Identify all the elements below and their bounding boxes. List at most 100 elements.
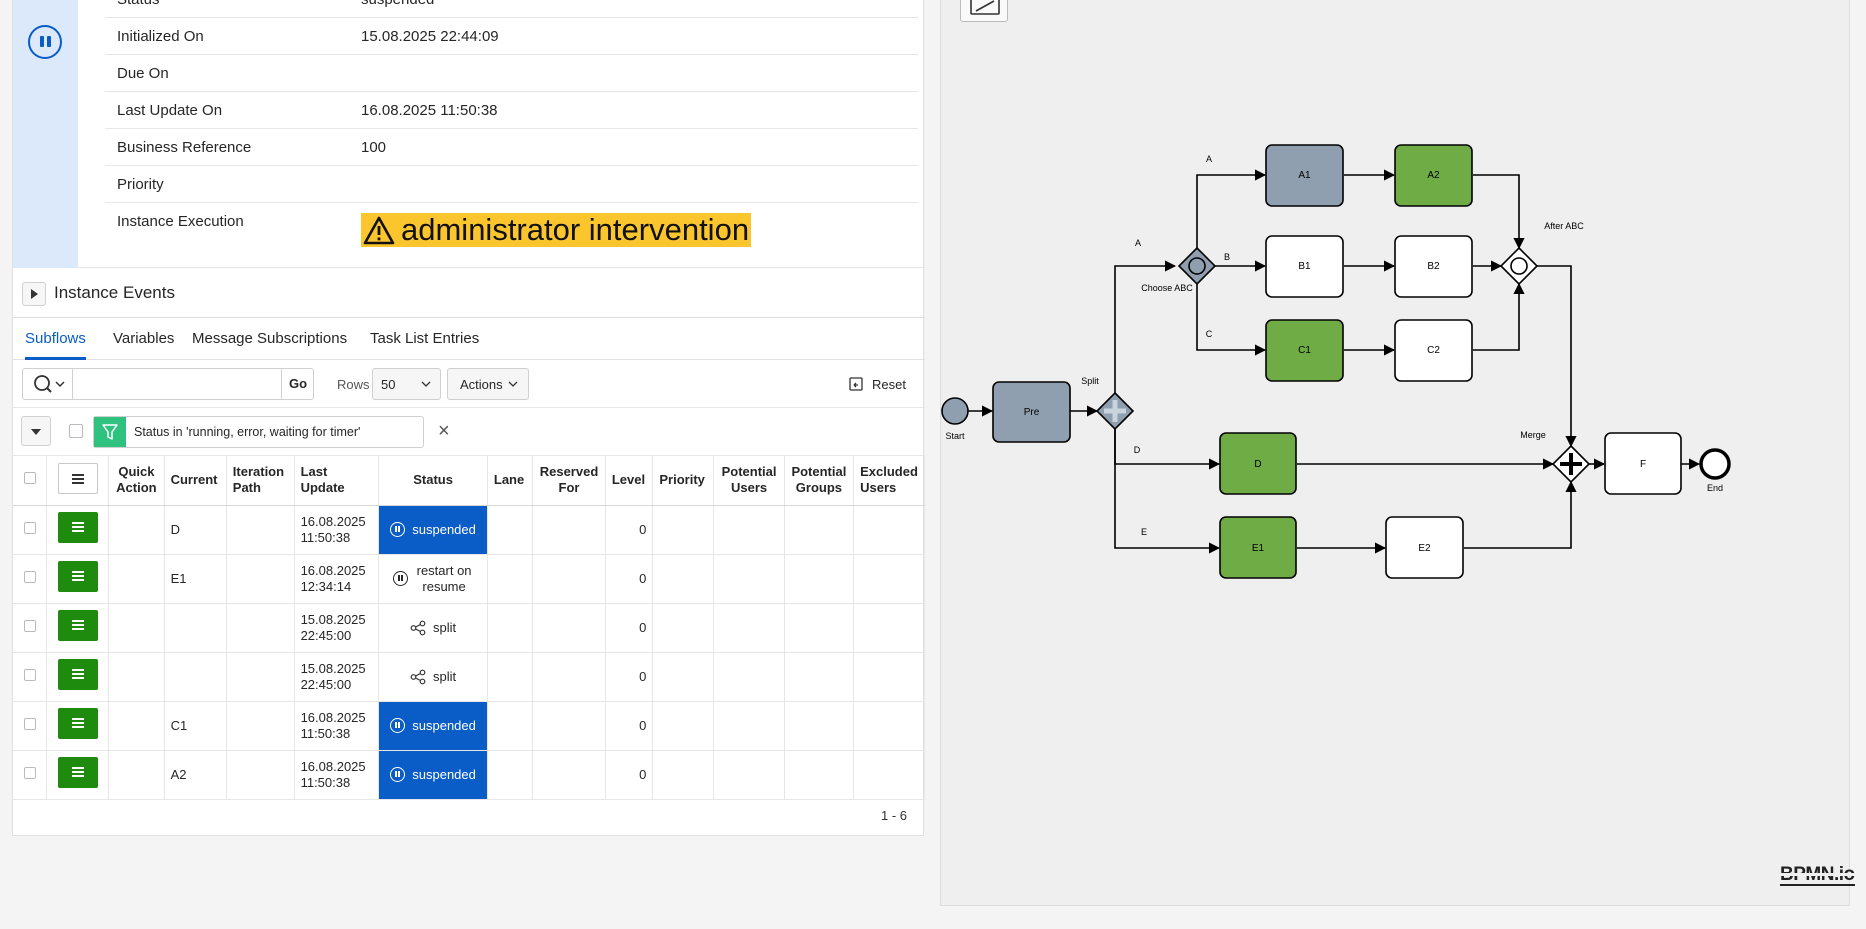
task-e2[interactable] (1385, 516, 1464, 579)
search-input[interactable] (74, 369, 270, 399)
row-checkbox[interactable] (23, 717, 36, 730)
merge-gateway[interactable] (1551, 444, 1591, 484)
table-header-row: Quick Action Current Iteration Path Last… (13, 456, 925, 506)
row-checkbox[interactable] (23, 521, 36, 534)
last-update-date: 16.08.2025 (300, 758, 366, 774)
filter-text: Status in 'running, error, waiting for t… (134, 425, 361, 439)
column-header[interactable]: Lane (487, 456, 534, 506)
collapse-filters-button[interactable] (21, 416, 51, 446)
rows-per-page-select[interactable]: 50 (372, 368, 441, 400)
bpmn-io-logo[interactable]: BPMN.io (1780, 864, 1855, 886)
row-checkbox[interactable] (23, 619, 36, 632)
rows-value: 50 (381, 377, 396, 392)
potential-groups-cell (784, 652, 855, 702)
last-update-date: 15.08.2025 (300, 611, 366, 627)
lane-cell (487, 750, 534, 800)
reset-button[interactable]: Reset (848, 368, 906, 400)
column-header[interactable]: Level (605, 456, 654, 506)
potential-users-cell (713, 603, 785, 653)
column-header[interactable]: Potential Groups (784, 456, 855, 506)
expand-toggle-button[interactable] (22, 282, 46, 306)
flow-label-a: A (1206, 154, 1212, 164)
choose-gateway[interactable] (1177, 246, 1217, 286)
reserved-cell (532, 554, 606, 604)
priority-cell (652, 505, 715, 555)
row-menu-cell (46, 652, 110, 702)
edit-diagram-button[interactable] (960, 0, 1008, 22)
column-header[interactable]: Reserved For (532, 456, 606, 506)
quick-action-cell (108, 603, 165, 653)
bpmn-diagram[interactable]: Start Pre Split A Choose ABC A B C A1 A2… (941, 0, 1851, 906)
task-pre-label: Pre (1024, 407, 1040, 418)
filter-enable-checkbox[interactable] (69, 424, 83, 438)
end-event[interactable] (1699, 448, 1731, 480)
task-c1[interactable] (1265, 319, 1344, 382)
row-checkbox[interactable] (23, 668, 36, 681)
row-checkbox[interactable] (23, 570, 36, 583)
last-update-date: 16.08.2025 (300, 709, 366, 725)
column-header[interactable]: Quick Action (108, 456, 165, 506)
task-e1[interactable] (1219, 516, 1297, 579)
row-menu-button[interactable] (57, 708, 98, 739)
task-b1[interactable] (1265, 235, 1344, 298)
potential-groups-cell (784, 603, 855, 653)
start-label: Start (945, 431, 965, 441)
actions-menu-button[interactable]: Actions (447, 368, 529, 400)
column-header[interactable]: Last Update (294, 456, 380, 506)
task-a2[interactable] (1394, 144, 1473, 207)
task-b2[interactable] (1394, 235, 1473, 298)
column-header[interactable]: Excluded Users (853, 456, 925, 506)
split-gateway[interactable] (1095, 391, 1135, 431)
row-menu-button[interactable] (57, 757, 98, 788)
flow-label-d: D (1134, 445, 1141, 455)
row-menu-button[interactable] (57, 512, 98, 543)
status-text: split (433, 668, 457, 684)
task-f[interactable] (1604, 432, 1682, 495)
column-header[interactable]: Status (378, 456, 488, 506)
search-column-button[interactable] (23, 369, 73, 399)
filter-chip[interactable]: Status in 'running, error, waiting for t… (93, 416, 424, 448)
potential-users-cell (713, 554, 785, 604)
potential-users-cell (713, 701, 785, 751)
info-value: 100 (361, 139, 387, 156)
tab-task-list-entries[interactable]: Task List Entries (370, 330, 480, 347)
row-menu-button[interactable] (57, 561, 98, 592)
task-d[interactable] (1219, 432, 1297, 495)
column-menu-button[interactable] (57, 462, 98, 494)
row-select-cell (13, 603, 48, 653)
tab-subflows[interactable]: Subflows (25, 330, 86, 360)
task-a1[interactable] (1265, 144, 1344, 207)
column-header[interactable]: Current (164, 456, 227, 506)
split-label: Split (1081, 376, 1099, 386)
tab-variables[interactable]: Variables (113, 330, 175, 347)
column-header[interactable]: Potential Users (713, 456, 785, 506)
row-checkbox[interactable] (23, 766, 36, 779)
after-abc-gateway[interactable] (1499, 246, 1539, 286)
row-menu-button[interactable] (57, 659, 98, 690)
quick-action-cell (108, 554, 165, 604)
edit-icon (970, 0, 1000, 15)
column-header[interactable]: Priority (652, 456, 715, 506)
start-event[interactable] (941, 397, 969, 425)
last-update-time: 11:50:38 (300, 774, 351, 790)
select-all-checkbox[interactable] (23, 472, 36, 485)
tab-message-subscriptions[interactable]: Message Subscriptions (192, 330, 348, 347)
excluded-users-cell (853, 554, 925, 604)
column-header[interactable]: Iteration Path (226, 456, 295, 506)
go-button[interactable]: Go (281, 368, 314, 400)
remove-filter-close-icon[interactable]: × (438, 420, 450, 442)
task-pre[interactable] (992, 381, 1071, 443)
task-c2[interactable] (1394, 319, 1473, 382)
task-c2-label: C2 (1427, 345, 1440, 356)
row-menu-button[interactable] (57, 610, 98, 641)
